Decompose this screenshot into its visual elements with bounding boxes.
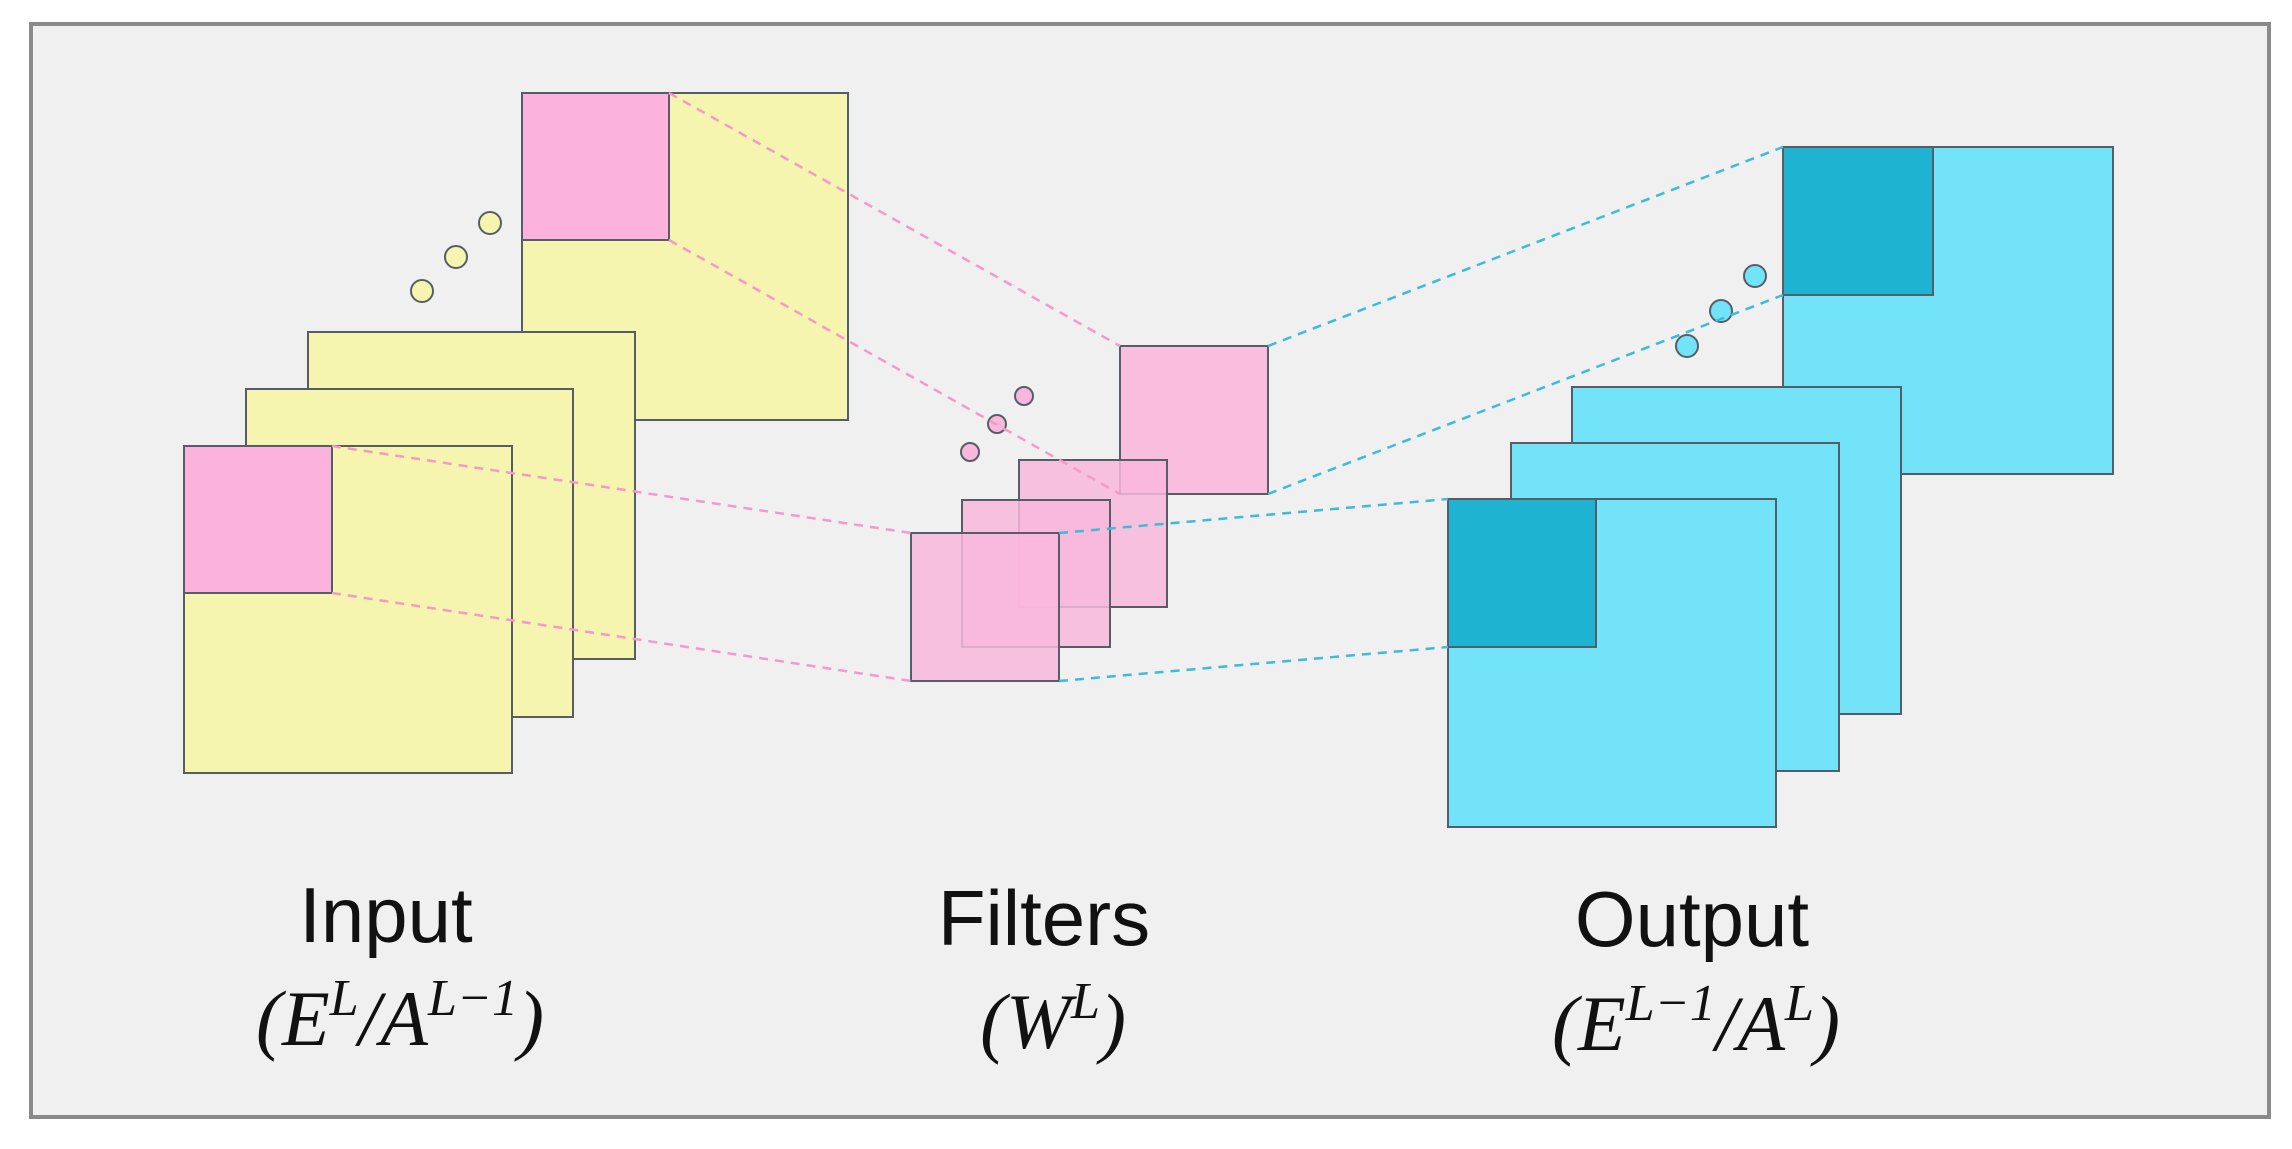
input-ellipsis-dot [444,245,468,269]
filter-ellipsis-dot [960,442,980,462]
input-ellipsis-dot [478,211,502,235]
input-to-filter-connectors [331,91,1121,683]
input-patch-front [183,445,333,594]
connector-line [1058,645,1449,683]
output-patch-front [1447,498,1597,648]
input-ellipsis-dot [410,279,434,303]
output-title: Output [1575,875,1809,963]
input-formula: (EL/AL−1) [256,970,544,1062]
filter-front [910,532,1060,682]
connector-line [668,238,1121,496]
output-ellipsis-dot [1675,334,1699,358]
output-formula: (EL−1/AL) [1552,975,1840,1067]
connector-line [331,444,912,535]
connector-line [1267,293,1784,496]
output-ellipsis-dot [1743,264,1767,288]
connector-line [668,91,1121,348]
output-patch-back [1782,146,1934,296]
output-ellipsis-dot [1709,299,1733,323]
input-stack [183,92,849,774]
connector-line [1267,145,1784,348]
filter-stack [910,345,1269,682]
connector-line [1058,497,1449,535]
output-stack [1447,146,2114,828]
input-patch-back [521,92,670,241]
input-title: Input [299,871,473,959]
filters-title: Filters [938,874,1150,962]
connector-line [331,591,912,683]
filter-to-output-connectors [1058,145,1784,683]
filters-formula: (WL) [980,973,1126,1065]
filter-ellipsis-dot [1014,386,1034,406]
